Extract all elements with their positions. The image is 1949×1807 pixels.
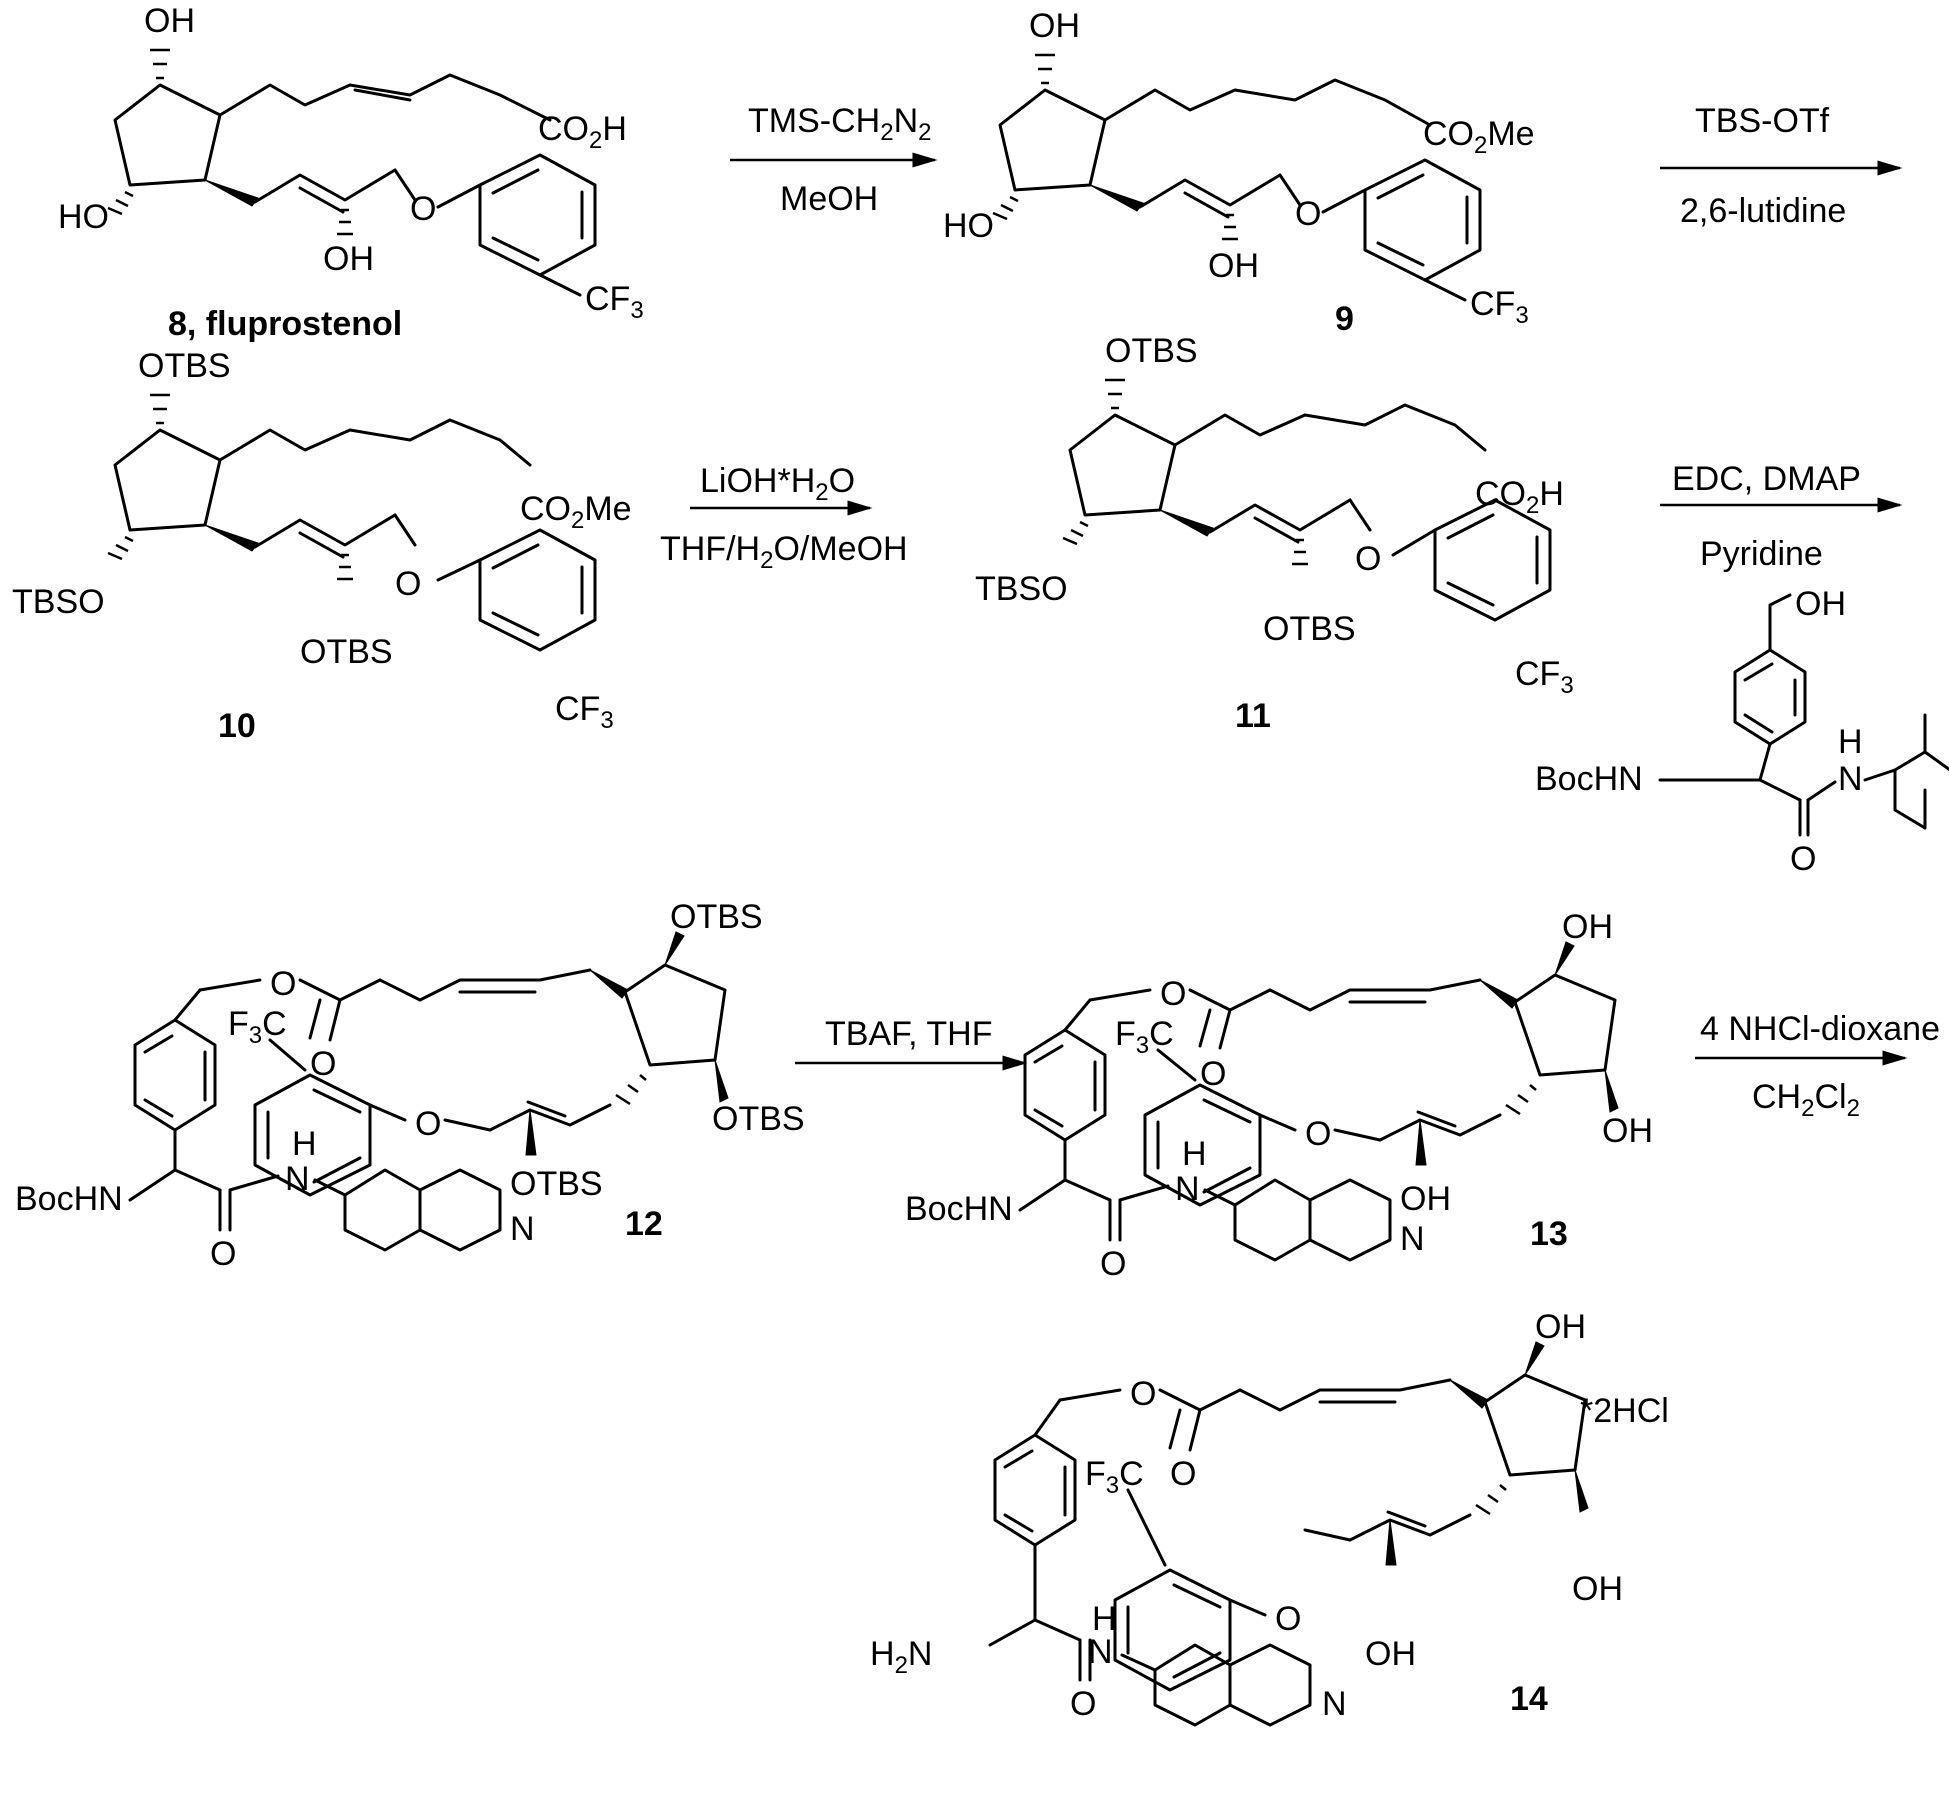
atom-o: O [1170, 1455, 1196, 1493]
step-4-reagent: EDC, DMAP [1672, 460, 1861, 498]
step-6-reagent: 4 NHCl-dioxane [1700, 1010, 1940, 1048]
step-6-solvent: CH2Cl2 [1752, 1078, 1860, 1122]
atom-cf3: CF3 [585, 280, 644, 324]
atom-h: H [1838, 723, 1863, 761]
atom-o: O [1275, 1600, 1301, 1638]
compound-12-label: 12 [625, 1205, 663, 1243]
atom-otbs: OTBS [670, 898, 763, 936]
compound-9: OH HO CO2Me OH O CF3 9 [943, 7, 1535, 338]
coupling-partner-alcohol: OH BocHN O H N [1535, 585, 1949, 878]
atom-f3c: F3C [228, 1005, 287, 1049]
atom-n: N [1400, 1220, 1425, 1258]
atom-o: O [415, 1105, 441, 1143]
atom-cf3: CF3 [1515, 655, 1574, 699]
atom-o: O [1160, 975, 1186, 1013]
atom-ho: HO [943, 207, 994, 245]
atom-f3c: F3C [1115, 1015, 1174, 1059]
atom-o: O [1100, 1245, 1126, 1283]
atom-o: O [1790, 840, 1816, 878]
atom-otbs: OTBS [712, 1100, 805, 1138]
atom-o: O [270, 965, 296, 1003]
step-3-solvent: THF/H2O/MeOH [660, 530, 908, 574]
atom-n: N [1838, 760, 1863, 798]
atom-n: N [1322, 1685, 1347, 1723]
atom-co2h: CO2H [538, 110, 627, 154]
atom-oh: OH [1602, 1112, 1653, 1150]
atom-co2me: CO2Me [1423, 115, 1535, 159]
reaction-step-3: LiOH*H2O THF/H2O/MeOH [660, 462, 908, 574]
atom-oh: OH [1572, 1570, 1623, 1608]
compound-11-label: 11 [1235, 697, 1271, 735]
atom-cf3: CF3 [1470, 285, 1529, 329]
atom-ho: HO [58, 198, 109, 236]
step-4-solvent: Pyridine [1700, 535, 1823, 573]
atom-oh: OH [144, 2, 195, 40]
atom-oh: OH [1795, 585, 1846, 623]
step-2-base: 2,6-lutidine [1680, 192, 1846, 230]
atom-oh: OH [323, 240, 374, 278]
atom-cf3: CF3 [555, 690, 614, 734]
atom-n: N [510, 1210, 535, 1248]
step-1-solvent: MeOH [780, 180, 878, 218]
atom-oh: OH [1365, 1635, 1416, 1673]
atom-bochn: BocHN [15, 1180, 123, 1218]
compound-8-label: 8, fluprostenol [168, 305, 402, 343]
atom-o: O [1130, 1375, 1156, 1413]
compound-10-label: 10 [218, 707, 256, 745]
compound-13-label: 13 [1530, 1215, 1568, 1253]
atom-oh: OH [1562, 908, 1613, 946]
atom-h: H [1182, 1135, 1207, 1173]
atom-o: O [1070, 1685, 1096, 1723]
step-2-reagent: TBS-OTf [1695, 102, 1830, 140]
atom-o: O [210, 1235, 236, 1273]
reaction-step-1: TMS-CH2N2 MeOH [730, 102, 935, 218]
atom-otbs: OTBS [138, 347, 231, 385]
compound-8: OH HO CO2H OH O CF3 8, fluprostenol [58, 2, 644, 343]
salt-label: *2HCl [1580, 1392, 1669, 1430]
atom-n: N [1175, 1170, 1200, 1208]
step-1-reagent: TMS-CH2N2 [748, 102, 931, 146]
atom-oh: OH [1535, 1308, 1586, 1346]
atom-h2n: H2N [870, 1635, 932, 1679]
atom-n: N [1088, 1633, 1113, 1671]
reaction-step-6: 4 NHCl-dioxane CH2Cl2 [1695, 1010, 1940, 1122]
atom-otbs: OTBS [300, 633, 393, 671]
atom-o: O [1305, 1115, 1331, 1153]
step-3-reagent: LiOH*H2O [700, 462, 855, 506]
atom-h: H [292, 1125, 317, 1163]
atom-tbso: TBSO [12, 583, 105, 621]
compound-12: O O OTBS OTBS OTBS O F3C BocHN O H N N 1… [15, 898, 805, 1273]
atom-otbs: OTBS [1263, 610, 1356, 648]
atom-o: O [395, 565, 421, 603]
atom-otbs: OTBS [1105, 332, 1198, 370]
atom-o: O [1295, 195, 1321, 233]
atom-n: N [285, 1160, 310, 1198]
compound-10: OTBS TBSO CO2Me OTBS O CF3 10 [12, 347, 632, 745]
compound-11: OTBS TBSO CO2H OTBS O CF3 11 [975, 332, 1574, 735]
reaction-step-4: EDC, DMAP Pyridine OH BocHN O H N [1535, 460, 1949, 878]
atom-bochn: BocHN [905, 1190, 1013, 1228]
compound-9-label: 9 [1335, 300, 1354, 338]
compound-14-label: 14 [1510, 1680, 1548, 1718]
atom-o: O [1355, 540, 1381, 578]
compound-14: O O OH OH OH O F3C H2N O H N N 14 *2HCl [870, 1308, 1669, 1725]
atom-co2me: CO2Me [520, 490, 632, 534]
atom-bochn: BocHN [1535, 760, 1643, 798]
compound-13: O O OH OH OH O F3C BocHN O H N N 13 [905, 908, 1653, 1283]
reaction-step-5: TBAF, THF [795, 1015, 1025, 1063]
atom-o: O [410, 190, 436, 228]
atom-oh: OH [1208, 247, 1259, 285]
atom-tbso: TBSO [975, 570, 1068, 608]
atom-otbs: OTBS [510, 1165, 603, 1203]
reaction-step-2: TBS-OTf 2,6-lutidine [1660, 102, 1900, 230]
atom-oh: OH [1029, 7, 1080, 45]
atom-oh: OH [1400, 1180, 1451, 1218]
atom-f3c: F3C [1085, 1455, 1144, 1499]
step-5-reagent: TBAF, THF [825, 1015, 993, 1053]
